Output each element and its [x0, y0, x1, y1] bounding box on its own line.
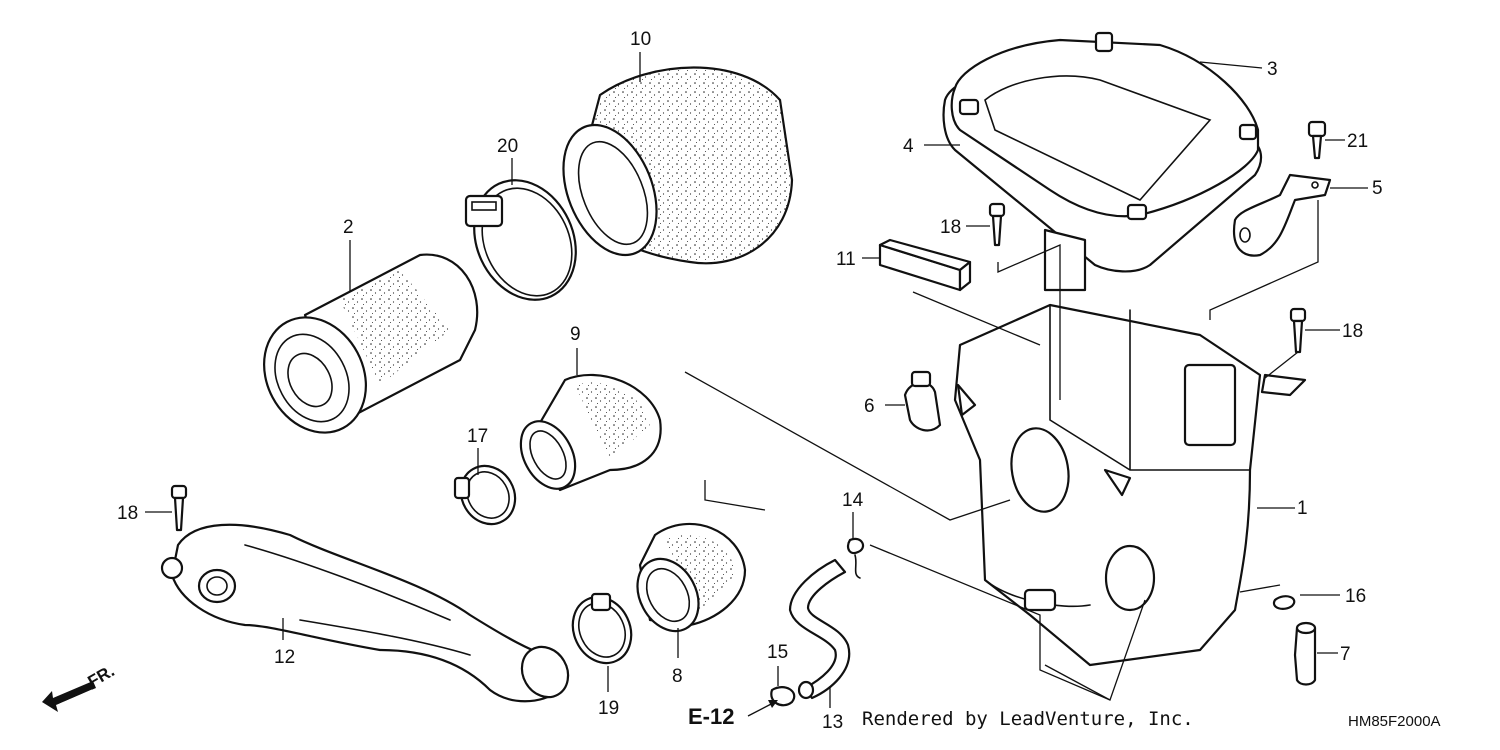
- part-18-rivet-upper[interactable]: [988, 202, 1006, 247]
- front-direction-arrow: FR.: [42, 661, 118, 712]
- leader-lines: [145, 52, 1368, 708]
- callout-21: 21: [1347, 131, 1368, 152]
- part-8-joint[interactable]: [625, 522, 747, 642]
- callout-7: 7: [1340, 644, 1351, 665]
- callout-9: 9: [570, 324, 581, 345]
- part-19-clamp[interactable]: [562, 587, 641, 672]
- part-18-rivet-right[interactable]: [1289, 307, 1307, 354]
- credit-text: Rendered by LeadVenture, Inc.: [862, 708, 1194, 730]
- part-5-bracket[interactable]: [1232, 173, 1332, 257]
- callout-18-right: 18: [1342, 321, 1363, 342]
- callout-20: 20: [497, 136, 518, 157]
- callout-2: 2: [343, 217, 354, 238]
- callout-18-upper: 18: [940, 217, 961, 238]
- callout-8: 8: [672, 666, 683, 687]
- part-7-drain-plug[interactable]: [1293, 621, 1317, 686]
- part-17-clamp[interactable]: [450, 456, 525, 534]
- callout-4: 4: [903, 136, 914, 157]
- part-11-seal-strip[interactable]: [878, 238, 972, 292]
- part-1-air-cleaner-case[interactable]: [953, 228, 1307, 667]
- callout-3: 3: [1267, 59, 1278, 80]
- callout-14: 14: [842, 490, 864, 511]
- callout-13: 13: [822, 712, 843, 733]
- part-9-connecting-tube[interactable]: [510, 373, 662, 498]
- callout-1: 1: [1297, 498, 1308, 519]
- part-15-clip[interactable]: [770, 686, 796, 707]
- part-13-drain-hose[interactable]: [788, 558, 851, 700]
- part-6-clamp[interactable]: [903, 370, 942, 432]
- callout-19: 19: [598, 698, 619, 719]
- callout-11: 11: [836, 249, 856, 270]
- callout-6: 6: [864, 396, 875, 417]
- part-12-intake-duct[interactable]: [160, 523, 577, 706]
- part-20-band-clamp[interactable]: [455, 164, 594, 317]
- assembly-lines: [684, 200, 1319, 701]
- part-16-clip[interactable]: [1272, 595, 1296, 610]
- diagram-code: HM85F2000A: [1348, 713, 1441, 730]
- callout-17: 17: [467, 426, 488, 447]
- part-18-rivet-left[interactable]: [170, 484, 188, 532]
- callout-numbers: 1 2 3 4 5 6 7 8 9 10 11 12 13 14 15 16 1…: [117, 29, 1383, 733]
- callout-10: 10: [630, 29, 651, 50]
- callout-15: 15: [767, 642, 788, 663]
- part-10-filter-element[interactable]: [546, 66, 794, 269]
- callout-5: 5: [1372, 178, 1383, 199]
- reference-label[interactable]: E-12: [688, 704, 735, 729]
- part-3-cover[interactable]: [950, 31, 1260, 221]
- callout-16: 16: [1345, 586, 1366, 607]
- part-2-filter-holder[interactable]: [244, 253, 479, 451]
- callout-12: 12: [274, 647, 295, 668]
- part-14-clip[interactable]: [846, 537, 865, 579]
- reference-arrow: [747, 700, 778, 717]
- part-21-bolt[interactable]: [1307, 120, 1327, 160]
- callout-18-left: 18: [117, 503, 138, 524]
